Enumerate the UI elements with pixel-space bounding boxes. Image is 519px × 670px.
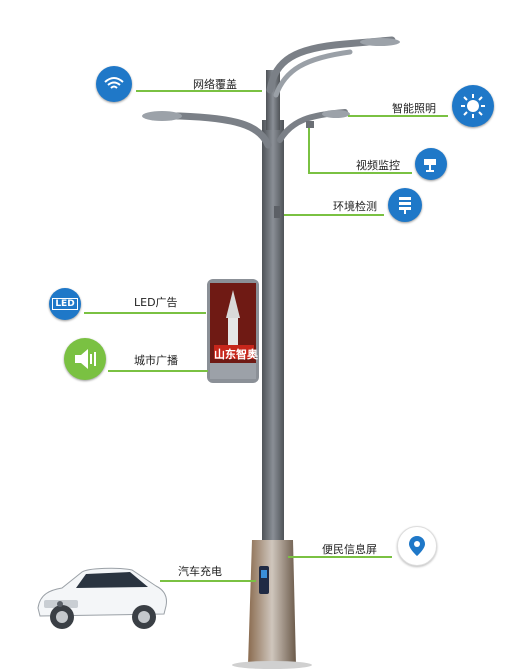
sun-icon <box>452 85 494 127</box>
lighting-label: 智能照明 <box>392 102 436 115</box>
led-icon: LED <box>49 288 81 320</box>
wifi-icon <box>96 66 132 102</box>
camera-icon <box>415 148 447 180</box>
environment-label: 环境检测 <box>333 200 377 213</box>
ev-charging-label: 汽车充电 <box>178 565 222 578</box>
ad-panel-caption: 山东智奥 <box>214 348 258 361</box>
car-icon <box>37 567 167 629</box>
location-pin-icon <box>397 526 437 566</box>
info-screen-label: 便民信息屏 <box>322 543 377 556</box>
led-icon-text: LED <box>52 298 78 310</box>
speaker-icon <box>64 338 106 380</box>
led-ad-label: LED广告 <box>134 296 178 309</box>
camera-label: 视频监控 <box>356 159 400 172</box>
broadcast-label: 城市广播 <box>134 354 178 367</box>
wifi-label: 网络覆盖 <box>193 78 237 91</box>
sensor-icon <box>388 188 422 222</box>
